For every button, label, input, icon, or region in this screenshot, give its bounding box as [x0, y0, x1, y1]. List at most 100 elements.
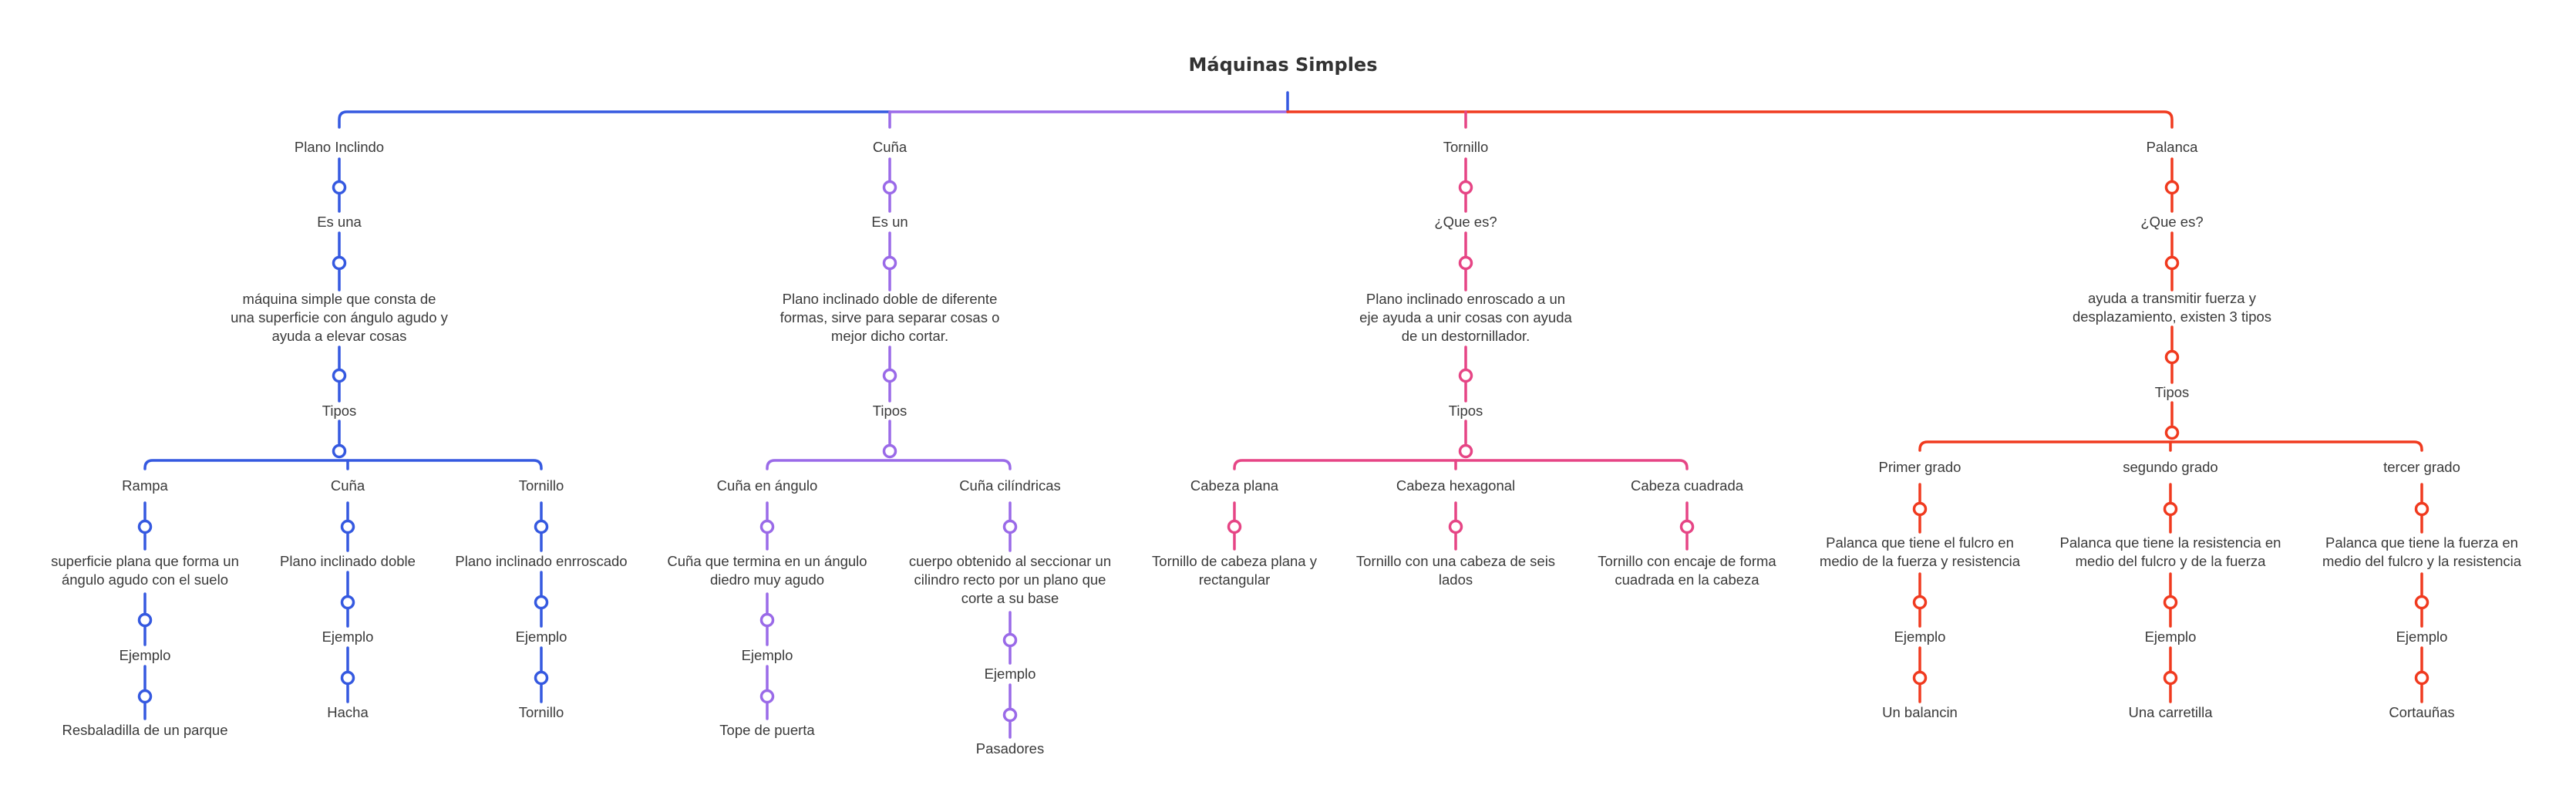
connector-knob — [2163, 501, 2178, 517]
node-segundo-grado: segundo grado — [2123, 459, 2218, 475]
node-cuna-angulo-example: Tope de puerta — [719, 722, 815, 738]
connector-knob — [340, 670, 355, 686]
connector-knob — [759, 519, 775, 534]
connector-knob — [1458, 180, 1473, 195]
connector-knob — [534, 670, 549, 686]
connector-knob — [759, 612, 775, 628]
connector-knob — [332, 255, 347, 271]
node-tercer-grado-desc: Palanca que tiene la fuerza en medio del… — [2322, 534, 2522, 569]
node-plano-tornillo: Tornillo — [518, 477, 564, 494]
node-tornillo-desc: Plano inclinado enroscado a un eje ayuda… — [1359, 291, 1572, 344]
bracket-line — [143, 459, 543, 470]
node-cabeza-hexagonal-desc: Tornillo con una cabeza de seis lados — [1355, 553, 1556, 588]
connector-knob — [332, 180, 347, 195]
node-cuna-cilindrica-example: Pasadores — [975, 740, 1045, 757]
bracket-line — [1233, 459, 1689, 470]
connector-knob — [2164, 349, 2180, 365]
connector-knob — [2414, 670, 2430, 686]
connector-knob — [1458, 368, 1473, 383]
map-title: Máquinas Simples — [1188, 54, 1378, 76]
connector-knob — [759, 689, 775, 704]
node-tercer-grado-ejemplo: Ejemplo — [2396, 629, 2448, 645]
connector-knob — [882, 443, 897, 459]
node-cuna-cilindrica-desc: cuerpo obtenido al seccionar un cilindro… — [908, 553, 1112, 606]
connector-knob — [1912, 501, 1928, 517]
node-plano-cuna-example: Hacha — [327, 704, 369, 720]
node-rampa: Rampa — [122, 477, 168, 494]
node-cuna-angulo-desc: Cuña que termina en un ángulo diedro muy… — [667, 553, 867, 588]
connector-knob — [1448, 519, 1463, 534]
connector-knob — [332, 443, 347, 459]
node-cuna-es-un: Es un — [871, 214, 908, 230]
node-cuna-angulo: Cuña en ángulo — [716, 477, 818, 494]
node-plano-tornillo-ejemplo: Ejemplo — [515, 629, 567, 645]
connector-knob — [534, 595, 549, 610]
connector-knob — [137, 612, 153, 628]
connector-knob — [1912, 595, 1928, 610]
node-plano-cuna: Cuña — [330, 477, 365, 494]
connector-knob — [534, 519, 549, 534]
node-palanca-que-es: ¿Que es? — [2140, 214, 2204, 230]
connector-knob — [1458, 255, 1473, 271]
connector-knob — [2164, 180, 2180, 195]
connector-knob — [340, 595, 355, 610]
node-cuna-cilindrica-ejemplo: Ejemplo — [984, 666, 1036, 682]
node-plano-tornillo-example: Tornillo — [518, 704, 564, 720]
connector-knob — [882, 368, 897, 383]
connector-knob — [340, 519, 355, 534]
node-palanca-desc: ayuda a transmitir fuerza y desplazamien… — [2072, 290, 2272, 325]
connector-knob — [2414, 501, 2430, 517]
connector-knob — [2164, 425, 2180, 440]
node-cuna-tipos: Tipos — [872, 403, 907, 419]
node-plano-desc: máquina simple que consta de una superfi… — [231, 291, 448, 344]
bracket-line — [766, 459, 1012, 470]
node-segundo-grado-example: Una carretilla — [2128, 704, 2213, 720]
bracket-line — [338, 110, 891, 129]
node-cabeza-plana-desc: Tornillo de cabeza plana y rectangular — [1152, 553, 1317, 588]
node-cabeza-cuadrada: Cabeza cuadrada — [1630, 477, 1744, 494]
connector-knob — [1912, 670, 1928, 686]
connector-knob — [2164, 255, 2180, 271]
node-tornillo-que-es: ¿Que es? — [1434, 214, 1497, 230]
node-segundo-grado-desc: Palanca que tiene la resistencia en medi… — [2059, 534, 2281, 569]
connector-knob — [1002, 632, 1018, 648]
node-rampa-ejemplo: Ejemplo — [119, 647, 171, 663]
connector-knob — [882, 255, 897, 271]
node-cuna-angulo-ejemplo: Ejemplo — [741, 647, 793, 663]
node-rampa-example: Resbaladilla de un parque — [62, 722, 228, 738]
connector-knob — [2414, 595, 2430, 610]
connector-knob — [1227, 519, 1242, 534]
connector-knob — [882, 180, 897, 195]
node-plano-inclinado: Plano Inclindo — [294, 139, 385, 155]
node-primer-grado-desc: Palanca que tiene el fulcro en medio de … — [1819, 534, 2021, 569]
connector-knob — [332, 368, 347, 383]
node-plano-cuna-ejemplo: Ejemplo — [322, 629, 374, 645]
node-plano-es-una: Es una — [317, 214, 362, 230]
connector-knob — [1002, 707, 1018, 723]
node-cuna-cilindrica: Cuña cilíndricas — [959, 477, 1061, 494]
node-segundo-grado-ejemplo: Ejemplo — [2144, 629, 2197, 645]
node-tercer-grado: tercer grado — [2383, 459, 2460, 475]
node-cabeza-plana: Cabeza plana — [1190, 477, 1279, 494]
connector-knob — [1679, 519, 1695, 534]
connector-knob — [1002, 519, 1018, 534]
node-tornillo-tipos: Tipos — [1448, 403, 1483, 419]
connector-knob — [137, 689, 153, 704]
node-rampa-desc: superficie plana que forma un ángulo agu… — [51, 553, 239, 588]
node-tornillo: Tornillo — [1443, 139, 1489, 155]
node-primer-grado-example: Un balancin — [1882, 704, 1958, 720]
node-plano-tornillo-desc: Plano inclinado enrroscado — [455, 553, 628, 569]
node-palanca: Palanca — [2146, 139, 2198, 155]
node-primer-grado: Primer grado — [1878, 459, 1961, 475]
node-plano-cuna-desc: Plano inclinado doble — [280, 553, 416, 569]
node-cuna-desc: Plano inclinado doble de diferente forma… — [780, 291, 1000, 344]
node-plano-tipos: Tipos — [322, 403, 357, 419]
node-cuna: Cuña — [872, 139, 907, 155]
node-tercer-grado-example: Cortauñas — [2389, 704, 2455, 720]
bracket-line — [1464, 110, 2174, 129]
connector-knob — [2163, 670, 2178, 686]
connector-knob — [2163, 595, 2178, 610]
connector-knob — [1458, 443, 1473, 459]
connector-knob — [137, 519, 153, 534]
